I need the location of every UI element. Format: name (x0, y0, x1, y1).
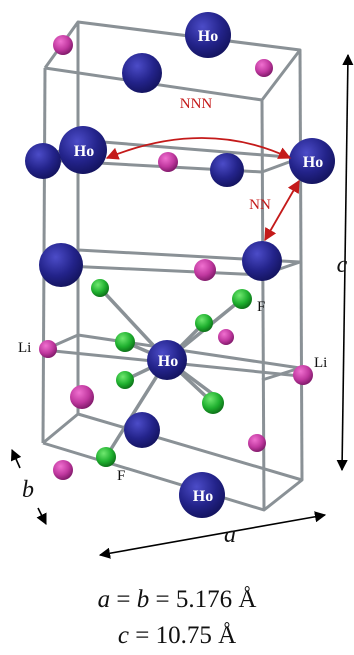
c-axis-arrow (336, 53, 354, 472)
li-atom (255, 59, 273, 77)
li-label: Li (18, 340, 31, 356)
li-atom (293, 365, 313, 385)
ho-atom (179, 472, 225, 518)
ho-label: Ho (198, 28, 218, 45)
nn-arrow (264, 179, 300, 242)
f-atom (232, 289, 252, 309)
ho-atom (25, 143, 61, 179)
lattice-ab-value: 5.176 Å (175, 586, 257, 613)
c-axis-label: c (337, 252, 348, 278)
b-axis-label: b (22, 477, 34, 503)
nn-label: NN (249, 197, 271, 213)
f-atom (116, 371, 134, 389)
ho-label: Ho (158, 353, 178, 370)
f-atom (202, 392, 224, 414)
f-label: F (257, 299, 265, 315)
f-atom (115, 332, 135, 352)
lattice-constant-ab: a = b = 5.176 Å (0, 586, 354, 614)
ho-atom (147, 340, 187, 380)
lattice-constant-c: c = 10.75 Å (0, 622, 354, 650)
b-axis-arrow-up (10, 448, 22, 469)
li-atom (70, 385, 94, 409)
ho-atom (59, 126, 107, 174)
f-atom (195, 314, 213, 332)
ho-atom (185, 12, 231, 58)
ho-atom (210, 153, 244, 187)
li-atom (158, 152, 178, 172)
lattice-a-symbol: a (97, 586, 111, 613)
lattice-c-value: 10.75 Å (155, 622, 237, 649)
equals-sign: = (135, 622, 150, 649)
ho-atom (124, 412, 160, 448)
lattice-b-symbol: b (136, 586, 150, 613)
li-atom (39, 340, 57, 358)
ho-label: Ho (303, 154, 323, 171)
ho-atom (242, 241, 282, 281)
a-axis-label: a (224, 522, 236, 548)
f-atom (91, 279, 109, 297)
f-label: F (117, 468, 125, 484)
f-atom (96, 447, 116, 467)
ho-atom (39, 243, 83, 287)
f-atoms (91, 279, 252, 467)
ho-atoms (25, 12, 335, 518)
li-atom (194, 259, 216, 281)
li-label: Li (314, 355, 327, 371)
a-axis-arrow (98, 511, 327, 559)
ho-atom (289, 138, 335, 184)
li-atoms (39, 35, 313, 480)
equals-sign: = (155, 586, 170, 613)
ho-label: Ho (193, 488, 213, 505)
nnn-arrow (105, 137, 292, 160)
li-atom (218, 329, 234, 345)
b-axis-arrow-down (36, 507, 47, 526)
li-atom (248, 434, 266, 452)
equals-sign: = (116, 586, 131, 613)
nnn-label: NNN (180, 96, 213, 112)
ho-atom (122, 53, 162, 93)
lattice-c-symbol: c (117, 622, 129, 649)
li-atom (53, 35, 73, 55)
li-atom (53, 460, 73, 480)
unit-cell-frame (41, 20, 304, 512)
ho-label: Ho (74, 143, 94, 160)
